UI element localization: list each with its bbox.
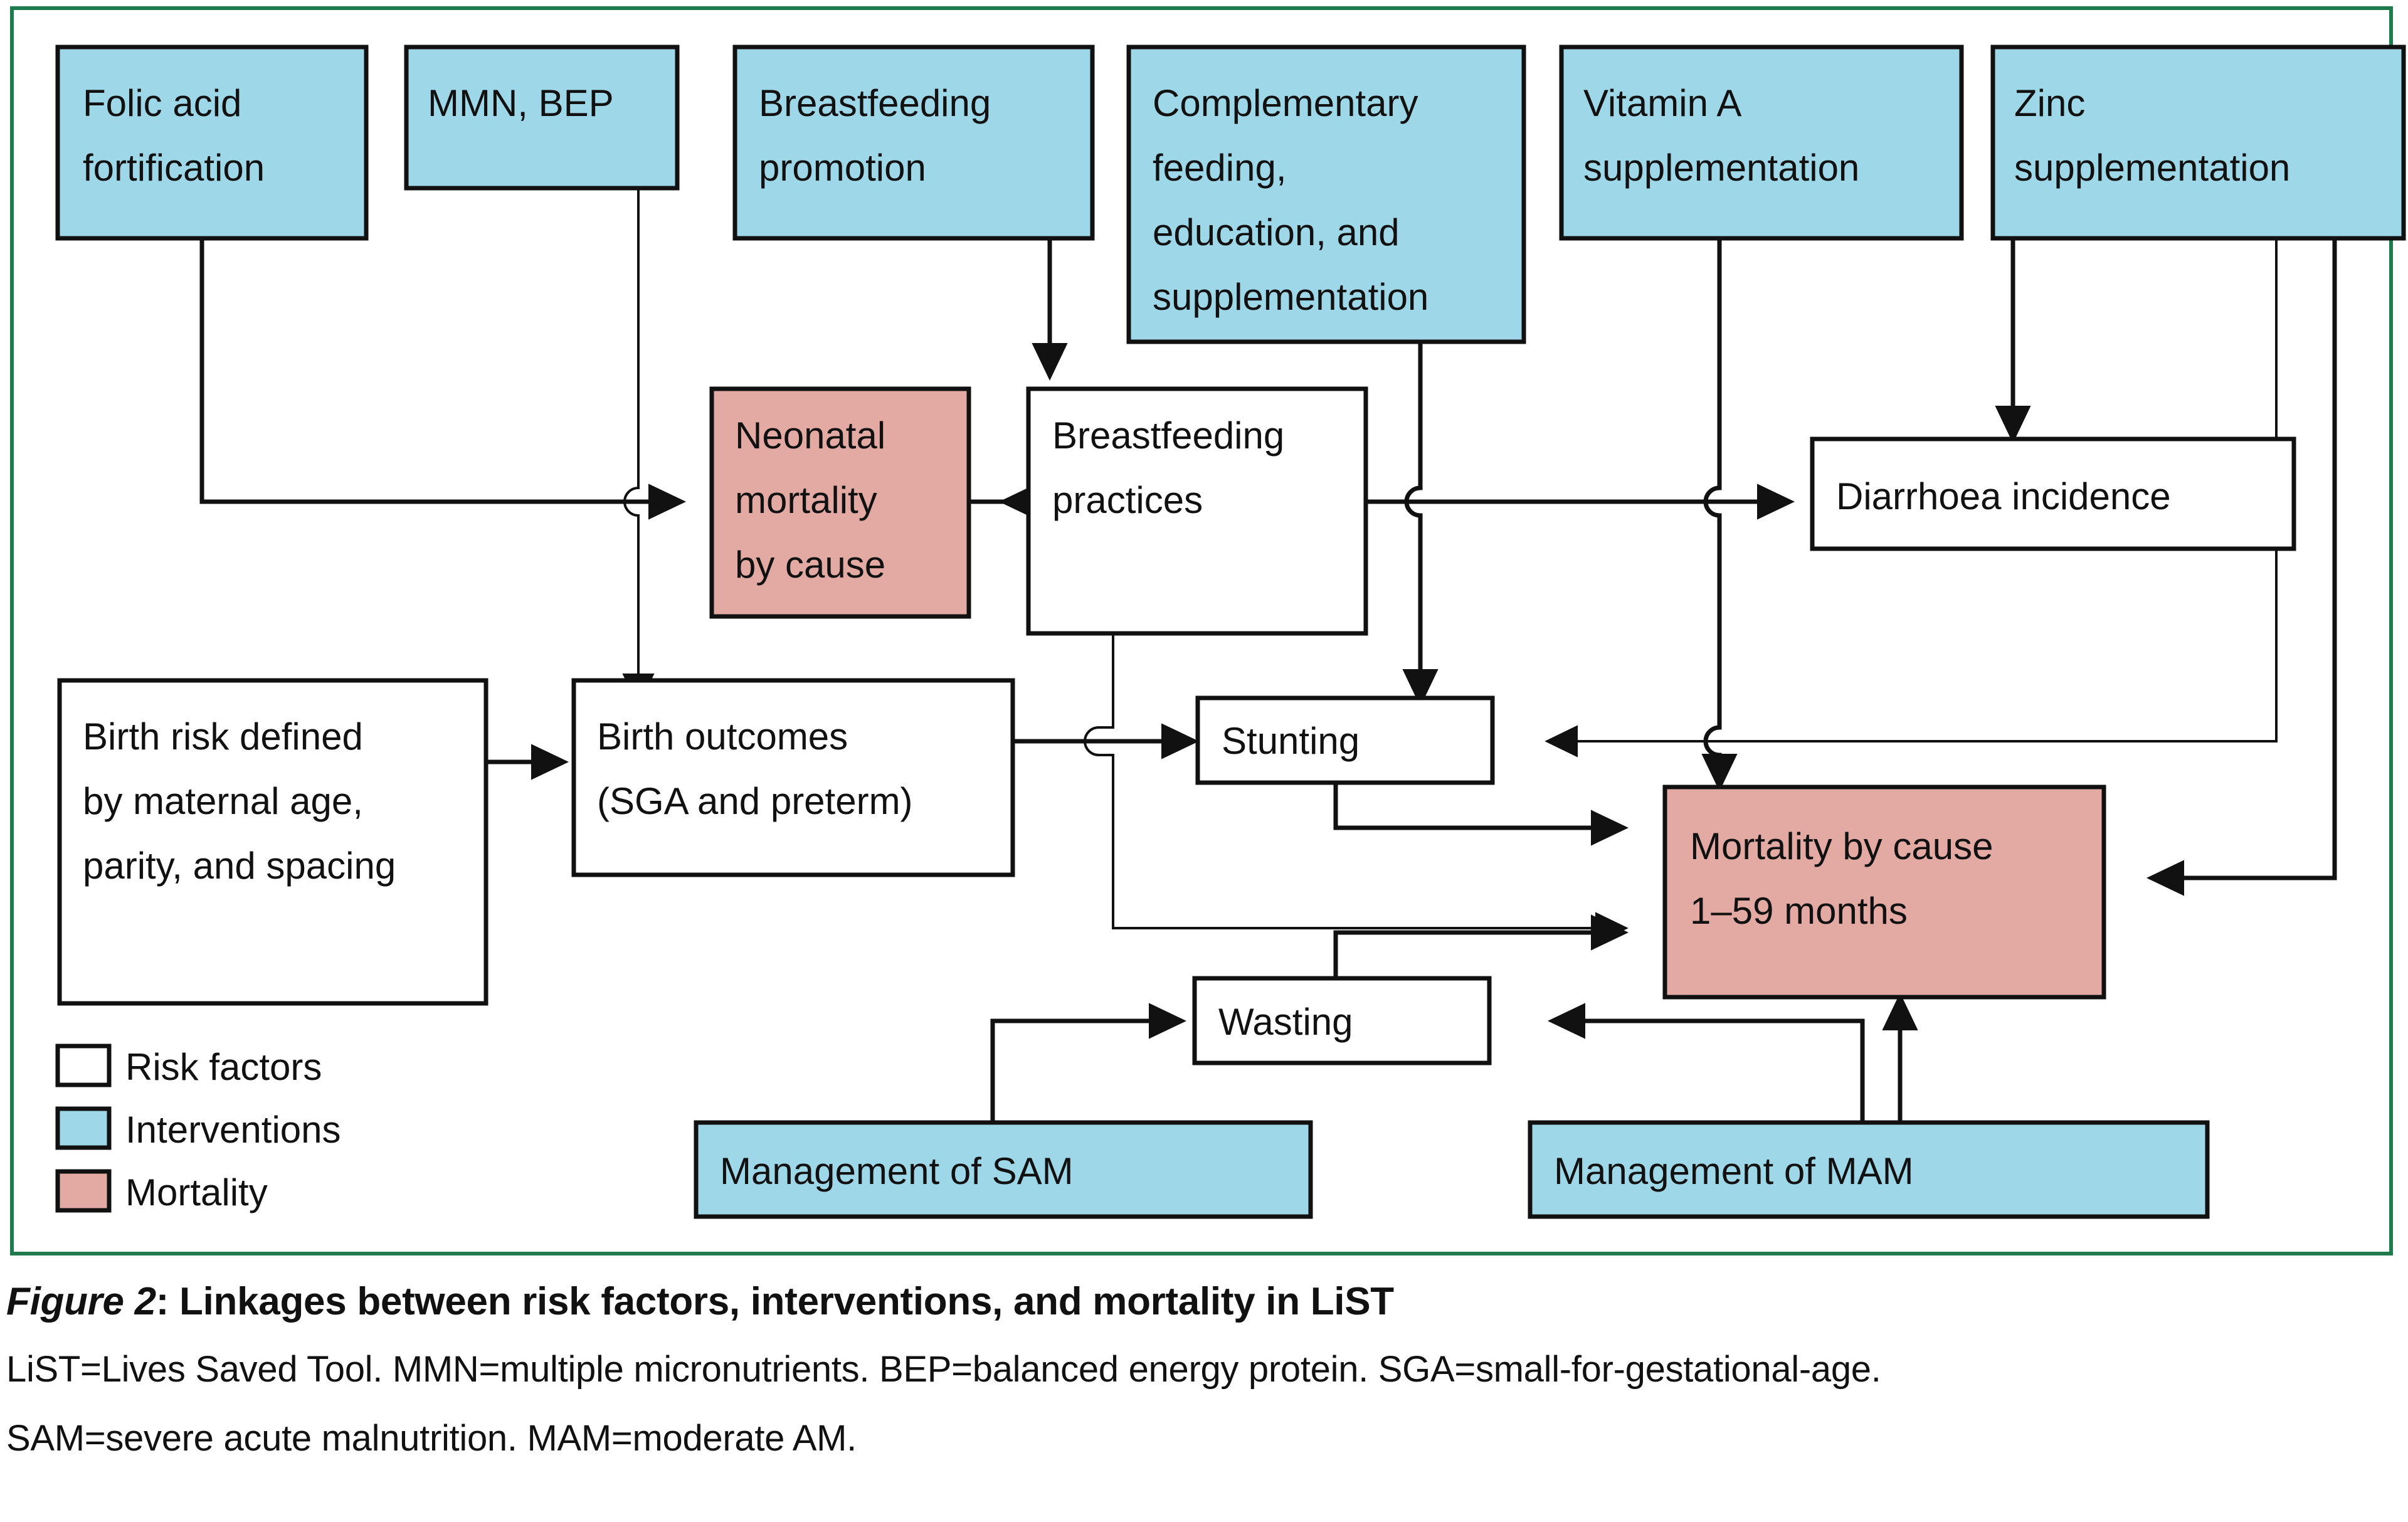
legend-item-interventions: Interventions bbox=[55, 1106, 341, 1151]
diagram-canvas: Folic acid fortification MMN, BEP Breast… bbox=[55, 45, 2406, 1219]
legend: Risk factors Interventions Mortality bbox=[55, 1044, 341, 1213]
node-neonatal-mortality[interactable]: Neonatal mortality by cause bbox=[709, 386, 971, 619]
edge-vitamina-to-mortality bbox=[1701, 238, 1738, 792]
node-wasting[interactable]: Wasting bbox=[1192, 976, 1492, 1065]
node-label: Folic acid bbox=[83, 82, 241, 124]
node-zinc-supplementation[interactable]: Zinc supplementation bbox=[1990, 45, 2406, 241]
node-label: (SGA and preterm) bbox=[597, 780, 913, 822]
node-label: Diarrhoea incidence bbox=[1836, 475, 2171, 517]
node-label: Birth outcomes bbox=[597, 716, 848, 758]
legend-item-risk-factors: Risk factors bbox=[55, 1044, 322, 1088]
legend-label: Interventions bbox=[125, 1109, 341, 1151]
legend-label: Mortality bbox=[125, 1171, 268, 1213]
node-label: Breastfeeding bbox=[759, 82, 991, 124]
node-label: promotion bbox=[759, 147, 926, 189]
node-label: supplementation bbox=[2014, 147, 2290, 189]
edge-zinc-to-mortality bbox=[2146, 238, 2337, 896]
edge-mam-to-wasting bbox=[1547, 1003, 1865, 1121]
node-label: 1–59 months bbox=[1690, 890, 1908, 932]
node-label: Management of SAM bbox=[720, 1150, 1074, 1192]
figure-caption-title: Figure 2: Linkages between risk factors,… bbox=[6, 1279, 1394, 1324]
node-label: by cause bbox=[735, 544, 885, 586]
node-label: supplementation bbox=[1153, 276, 1428, 318]
node-mortality-1-59-months[interactable]: Mortality by cause 1–59 months bbox=[1662, 785, 2106, 1000]
node-label: practices bbox=[1052, 479, 1203, 521]
node-complementary-feeding[interactable]: Complementary feeding, education, and su… bbox=[1126, 45, 1526, 344]
node-label: Wasting bbox=[1218, 1001, 1353, 1043]
node-label: Mortality by cause bbox=[1690, 825, 1993, 867]
node-stunting[interactable]: Stunting bbox=[1195, 695, 1495, 785]
node-label: feeding, bbox=[1153, 147, 1287, 189]
edge-folic-to-neonatal bbox=[199, 238, 687, 520]
figure-caption-text: : Linkages between risk factors, interve… bbox=[156, 1280, 1394, 1323]
edge-zinc-to-stunting bbox=[1545, 238, 2278, 758]
node-breastfeeding-promotion[interactable]: Breastfeeding promotion bbox=[732, 45, 1095, 241]
node-label: fortification bbox=[83, 147, 265, 189]
edge-compfeeding-to-stunting bbox=[1402, 342, 1439, 707]
node-label: supplementation bbox=[1583, 147, 1859, 189]
node-label: Stunting bbox=[1222, 720, 1360, 762]
node-label: Complementary bbox=[1153, 82, 1418, 124]
edge-sam-to-wasting bbox=[990, 1003, 1187, 1121]
node-label: Breastfeeding bbox=[1052, 415, 1284, 457]
figure-caption-line3: SAM=severe acute malnutrition. MAM=moder… bbox=[6, 1418, 857, 1459]
node-label: education, and bbox=[1153, 211, 1400, 253]
edge-mmn-to-birthoutcomes bbox=[622, 188, 655, 707]
node-label: by maternal age, bbox=[83, 780, 363, 822]
node-management-of-sam[interactable]: Management of SAM bbox=[694, 1120, 1313, 1219]
node-label: MMN, BEP bbox=[428, 82, 614, 124]
node-label: Zinc bbox=[2014, 82, 2085, 124]
figure-caption-line2: LiST=Lives Saved Tool. MMN=multiple micr… bbox=[6, 1349, 1881, 1390]
node-birth-risk[interactable]: Birth risk defined by maternal age, pari… bbox=[57, 678, 488, 1006]
node-diarrhoea-incidence[interactable]: Diarrhoea incidence bbox=[1810, 436, 2296, 551]
legend-item-mortality: Mortality bbox=[55, 1169, 268, 1213]
edge-layer bbox=[199, 188, 2337, 1121]
node-breastfeeding-practices[interactable]: Breastfeeding practices bbox=[1026, 386, 1368, 636]
node-folic-acid-fortification[interactable]: Folic acid fortification bbox=[55, 45, 369, 241]
node-label: mortality bbox=[735, 479, 877, 521]
figure-number: Figure 2 bbox=[6, 1280, 156, 1323]
node-label: parity, and spacing bbox=[83, 845, 396, 887]
node-label: Vitamin A bbox=[1583, 82, 1741, 124]
node-label: Neonatal bbox=[735, 415, 885, 457]
node-management-of-mam[interactable]: Management of MAM bbox=[1528, 1120, 2210, 1219]
legend-label: Risk factors bbox=[125, 1046, 322, 1088]
node-label: Management of MAM bbox=[1554, 1150, 1914, 1192]
node-vitamin-a-supplementation[interactable]: Vitamin A supplementation bbox=[1559, 45, 1964, 241]
node-birth-outcomes[interactable]: Birth outcomes (SGA and preterm) bbox=[571, 678, 1015, 877]
node-mmn-bep[interactable]: MMN, BEP bbox=[404, 45, 680, 191]
edge-stunting-to-mortality bbox=[1333, 783, 1629, 846]
node-label: Birth risk defined bbox=[83, 716, 363, 758]
